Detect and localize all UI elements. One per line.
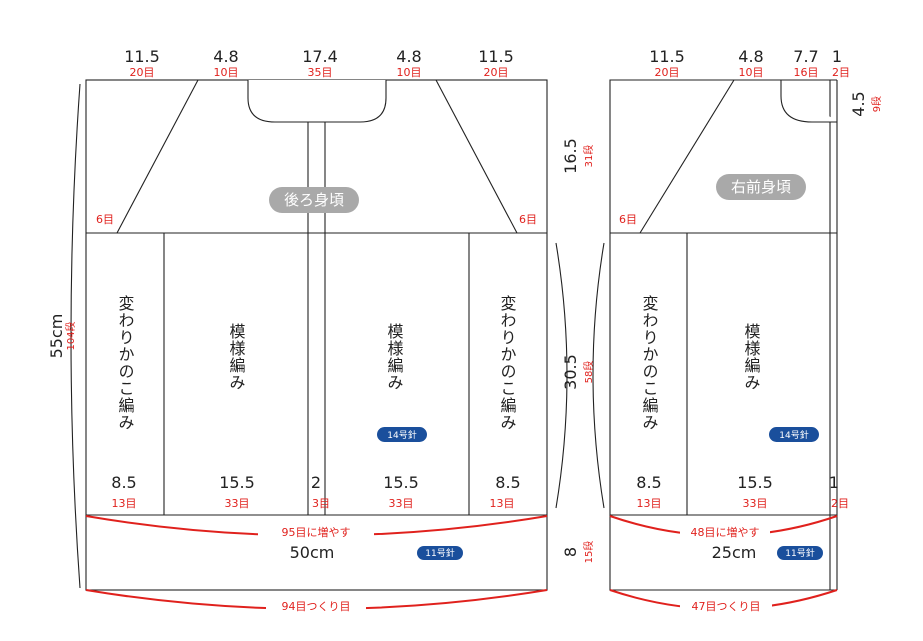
front-label-badge — [716, 174, 806, 200]
back-height-total-cm: 55cm — [47, 314, 66, 359]
back-top-dim-4: 4.8 — [396, 47, 421, 66]
front-increase: 48目に増やす — [691, 526, 760, 539]
front-bottom-st-2: 33目 — [743, 497, 768, 510]
back-top-st-3: 35目 — [308, 66, 333, 79]
back-body-height-cm: 30.5 — [561, 354, 580, 390]
back-armhole-left: 6目 — [96, 213, 114, 226]
back-body-arc-left — [555, 242, 568, 509]
back-needle-badge — [377, 427, 427, 442]
back-cast-on: 94目つくり目 — [282, 600, 351, 613]
back-col-label-2: 模様編み — [227, 323, 246, 391]
back-hem-height-cm: 8 — [561, 547, 580, 557]
back-bottom-st-4: 33目 — [389, 497, 414, 510]
front-top-st-1: 20目 — [655, 66, 680, 79]
back-top-st-5: 20目 — [484, 66, 509, 79]
back-top-dim-5: 11.5 — [478, 47, 514, 66]
back-height-arc — [70, 83, 81, 589]
front-top-dim-1: 11.5 — [649, 47, 685, 66]
back-yoke-height-rows: 31段 — [582, 145, 595, 168]
front-bottom-dim-3: 1 — [829, 473, 839, 492]
back-outline — [85, 79, 548, 591]
back-bottom-dim-5: 8.5 — [495, 473, 520, 492]
front-top-st-3: 16目 — [794, 66, 819, 79]
back-neckline — [247, 80, 387, 123]
back-top-st-4: 10目 — [397, 66, 422, 79]
front-bottom-dim-2: 15.5 — [737, 473, 773, 492]
back-body-height-rows: 58段 — [582, 361, 595, 384]
back-label-badge — [269, 187, 359, 213]
back-col-label-1: 変わりかのこ編み — [116, 295, 135, 431]
front-needle-hem: 11号針 — [785, 547, 814, 559]
back-col-label-4: 変わりかのこ編み — [498, 295, 517, 431]
back-top-dim-1: 11.5 — [124, 47, 160, 66]
back-body-arc-right — [592, 242, 605, 509]
back-hem-height-rows: 15段 — [582, 541, 595, 564]
back-bottom-st-1: 13目 — [112, 497, 137, 510]
back-height-total-rows: 104段 — [64, 321, 77, 350]
back-label: 後ろ身頃 — [284, 191, 344, 209]
front-col-label-2: 模様編み — [742, 323, 761, 391]
back-shoulder-right — [435, 79, 518, 234]
front-neckline — [780, 80, 837, 123]
front-neck-height-cm: 4.5 — [849, 91, 868, 116]
front-neck-height-rows: 9段 — [870, 96, 883, 112]
back-increase: 95目に増やす — [282, 526, 351, 539]
back-bottom-st-2: 33目 — [225, 497, 250, 510]
front-needle-body: 14号針 — [779, 429, 808, 441]
back-needle-hem: 11号針 — [425, 547, 454, 559]
back-bottom-st-3: 3目 — [312, 497, 330, 510]
front-top-st-2: 10目 — [739, 66, 764, 79]
front-top-st-4: 2目 — [832, 66, 850, 79]
back-top-dim-3: 17.4 — [302, 47, 338, 66]
front-top-dim-2: 4.8 — [738, 47, 763, 66]
back-bottom-dim-1: 8.5 — [111, 473, 136, 492]
front-cast-on: 47目つくり目 — [692, 600, 761, 613]
back-needle-body: 14号針 — [387, 429, 416, 441]
front-bottom-dim-1: 8.5 — [636, 473, 661, 492]
front-outline — [609, 79, 837, 591]
front-col-label-1: 変わりかのこ編み — [640, 295, 659, 431]
back-top-dim-2: 4.8 — [213, 47, 238, 66]
back-piece: 11.5 4.8 17.4 4.8 11.5 20目 10目 35目 10目 2… — [47, 47, 605, 613]
back-hem-width: 50cm — [290, 543, 335, 562]
front-needle-badge — [769, 427, 819, 442]
back-top-st-2: 10目 — [214, 66, 239, 79]
front-top-dim-4: 1 — [832, 47, 842, 66]
back-top-st-1: 20目 — [130, 66, 155, 79]
back-bottom-dim-4: 15.5 — [383, 473, 419, 492]
back-shoulder-left — [116, 79, 199, 234]
front-label: 右前身頃 — [731, 178, 791, 196]
front-armhole: 6目 — [619, 213, 637, 226]
back-col-label-3: 模様編み — [385, 323, 404, 391]
front-bottom-st-3: 2目 — [831, 497, 849, 510]
front-hem-needle-badge — [777, 546, 823, 560]
front-bottom-st-1: 13目 — [637, 497, 662, 510]
front-hem-width: 25cm — [712, 543, 757, 562]
back-armhole-right: 6目 — [519, 213, 537, 226]
back-bottom-dim-2: 15.5 — [219, 473, 255, 492]
front-piece: 11.5 4.8 7.7 1 20目 10目 16目 2目 4.5 9段 右前身… — [609, 47, 883, 613]
back-hem-needle-badge — [417, 546, 463, 560]
front-shoulder — [639, 79, 735, 234]
back-bottom-dim-3: 2 — [311, 473, 321, 492]
back-yoke-height-cm: 16.5 — [561, 138, 580, 174]
front-top-dim-3: 7.7 — [793, 47, 818, 66]
back-bottom-st-5: 13目 — [490, 497, 515, 510]
